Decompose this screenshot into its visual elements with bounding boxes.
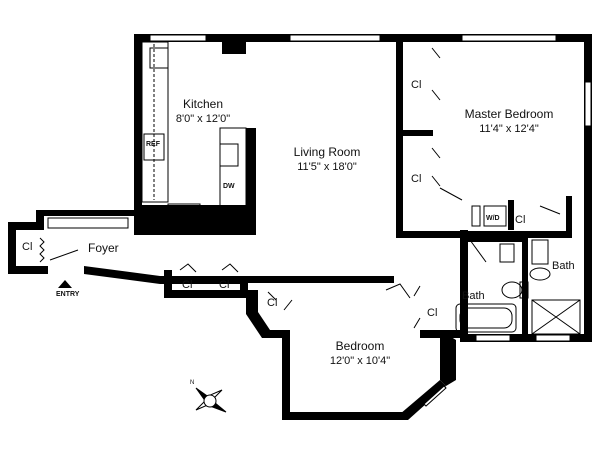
- fridge-label: REF: [146, 141, 161, 148]
- fixture-labels: REF DW W/D: [146, 141, 500, 222]
- closet-labels: Cl Cl Cl Cl Cl Cl Cl Cl: [22, 79, 525, 319]
- master-bedroom-name: Master Bedroom: [465, 107, 554, 121]
- windows: [149, 34, 592, 407]
- entry-marker: ENTRY: [56, 280, 80, 298]
- closet-label-master-2: Cl: [411, 173, 421, 185]
- closet-label-hall-2: Cl: [219, 279, 229, 291]
- bedroom-dim: 12'0" x 10'4": [330, 355, 390, 367]
- dishwasher-label: DW: [223, 183, 235, 190]
- living-room-dim: 11'5" x 18'0": [297, 161, 357, 173]
- closet-label-master-1: Cl: [411, 79, 421, 91]
- closet-label-foyer: Cl: [22, 241, 32, 253]
- closet-label-bath: Cl: [515, 214, 525, 226]
- entry-label: ENTRY: [56, 291, 80, 298]
- kitchen-counters: [141, 41, 247, 231]
- bedroom-name: Bedroom: [336, 339, 385, 353]
- master-bedroom-dim: 11'4" x 12'4": [479, 123, 539, 135]
- kitchen-dim: 8'0" x 12'0": [176, 113, 230, 125]
- compass-label: N: [190, 380, 194, 386]
- room-labels: Kitchen 8'0" x 12'0" Living Room 11'5" x…: [88, 97, 575, 367]
- washer-dryer-label: W/D: [486, 215, 500, 222]
- foyer-name: Foyer: [88, 241, 119, 255]
- closet-label-bedroom-2: Cl: [427, 307, 437, 319]
- exterior-walls: [8, 34, 592, 420]
- living-room-name: Living Room: [294, 145, 361, 159]
- compass: N: [190, 380, 227, 413]
- closet-label-hall-1: Cl: [182, 279, 192, 291]
- interior-details: [39, 47, 581, 335]
- kitchen-name: Kitchen: [183, 97, 223, 111]
- closet-label-bedroom-1: Cl: [267, 297, 277, 309]
- bath-upper-name: Bath: [552, 260, 575, 272]
- bath-lower-name: Bath: [462, 290, 485, 302]
